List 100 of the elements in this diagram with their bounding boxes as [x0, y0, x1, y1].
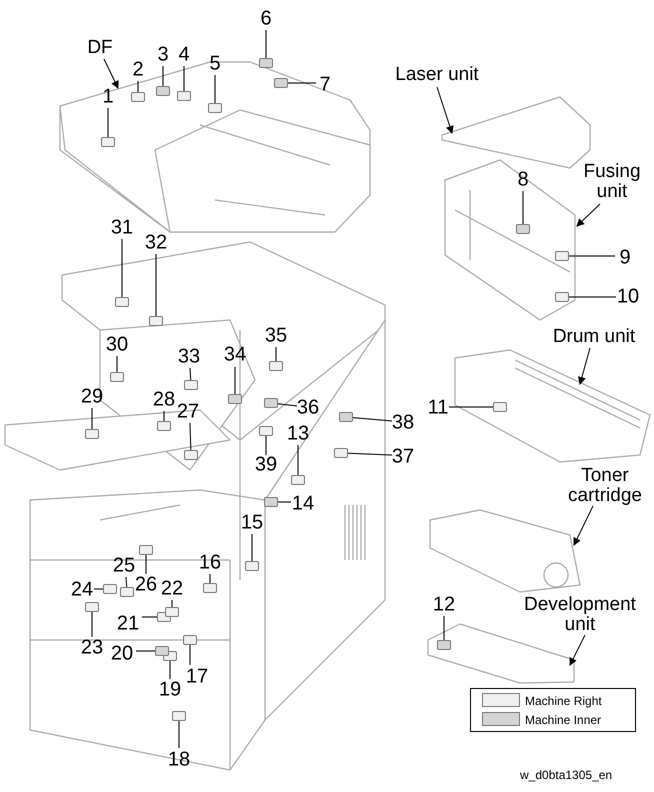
callout-number: 9 — [619, 248, 631, 268]
leader-line — [162, 66, 164, 86]
callout-number: 20 — [110, 644, 134, 664]
component-part — [339, 412, 353, 422]
component-part — [120, 587, 134, 597]
callout-number: 34 — [224, 344, 246, 366]
component-part — [264, 398, 278, 408]
component-part — [228, 394, 242, 404]
legend-label: Machine Right — [525, 694, 602, 708]
component-part — [139, 545, 153, 555]
component-part — [334, 448, 348, 458]
callout-number: 5 — [209, 54, 221, 74]
leader-line — [570, 634, 586, 666]
component-part — [177, 91, 191, 101]
callout-number: 33 — [178, 346, 200, 368]
leader-line — [522, 190, 524, 224]
unit-label: DF — [87, 38, 113, 58]
callout-number: 13 — [286, 424, 310, 444]
leader-line — [104, 58, 119, 89]
leader-line — [448, 406, 494, 408]
component-part — [149, 316, 163, 326]
leader-line — [436, 86, 454, 134]
component-part — [156, 86, 170, 96]
callout-number: 8 — [517, 170, 529, 190]
leader-line — [94, 588, 104, 590]
component-part — [259, 58, 273, 68]
toner-cartridge-drawing — [428, 508, 583, 594]
callout-number: 23 — [80, 638, 104, 658]
callout-number: 18 — [168, 750, 190, 770]
component-part — [203, 583, 217, 593]
component-part — [101, 137, 115, 147]
callout-number: 17 — [186, 666, 208, 688]
component-part — [437, 640, 451, 650]
component-part — [131, 92, 145, 102]
callout-number: 14 — [292, 494, 314, 514]
component-part — [269, 361, 283, 371]
unit-label: Drum unit — [552, 327, 636, 347]
component-part — [208, 103, 222, 113]
leader-line — [568, 296, 616, 298]
component-part — [555, 251, 569, 261]
component-part — [259, 426, 273, 436]
leader-line — [136, 650, 156, 652]
callout-number: 2 — [132, 60, 144, 80]
leader-line — [190, 368, 192, 380]
component-part — [184, 450, 198, 460]
component-part — [274, 78, 288, 88]
callout-number: 22 — [160, 578, 184, 600]
callout-number: 12 — [432, 594, 456, 616]
component-part — [291, 475, 305, 485]
unit-label: Toner cartridge — [555, 466, 654, 506]
callout-number: 37 — [392, 446, 414, 468]
leader-line — [578, 348, 590, 385]
component-part — [157, 421, 171, 431]
unit-label: Fusing unit — [577, 162, 647, 202]
callout-number: 11 — [428, 398, 448, 418]
callout-number: 36 — [296, 398, 320, 418]
callout-number: 24 — [70, 580, 94, 600]
callout-number: 39 — [254, 454, 278, 476]
leader-line — [288, 82, 316, 84]
figure-code: w_d0bta1305_en — [520, 768, 612, 782]
callout-number: 4 — [178, 44, 190, 66]
component-part — [264, 497, 278, 507]
callout-number: 19 — [158, 680, 182, 700]
callout-number: 15 — [240, 512, 264, 534]
component-part — [245, 561, 259, 571]
callout-number: 1 — [102, 86, 114, 108]
leader-line — [142, 616, 158, 618]
component-part — [516, 224, 530, 234]
unit-label: Development unit — [515, 595, 645, 635]
callout-number: 26 — [134, 574, 158, 596]
callout-number: 3 — [157, 44, 169, 66]
callout-number: 31 — [110, 218, 134, 238]
callout-number: 21 — [116, 614, 140, 634]
legend-label: Machine Inner — [525, 713, 602, 727]
unit-label: Laser unit — [395, 65, 479, 85]
callout-number: 25 — [112, 556, 136, 576]
callout-number: 7 — [319, 74, 331, 96]
leader-line — [352, 417, 392, 422]
leader-line — [573, 506, 594, 546]
component-part — [165, 607, 179, 617]
drum-unit-drawing — [453, 348, 652, 464]
callout-number: 16 — [198, 552, 222, 574]
callout-number: 6 — [260, 8, 272, 30]
leader-line — [278, 403, 298, 406]
component-part — [85, 602, 99, 612]
component-part — [184, 380, 198, 390]
component-part — [555, 292, 569, 302]
component-part — [183, 635, 197, 645]
leader-line — [116, 356, 118, 372]
leader-line — [348, 452, 392, 456]
leader-line — [234, 366, 236, 394]
callout-number: 10 — [616, 286, 640, 308]
component-part — [115, 297, 129, 307]
callout-number: 38 — [392, 412, 414, 434]
callout-number: 28 — [152, 390, 176, 410]
leader-line — [576, 204, 600, 227]
leader-line — [178, 720, 180, 748]
component-part — [110, 372, 124, 382]
component-part — [85, 429, 99, 439]
leader-line — [214, 74, 216, 104]
